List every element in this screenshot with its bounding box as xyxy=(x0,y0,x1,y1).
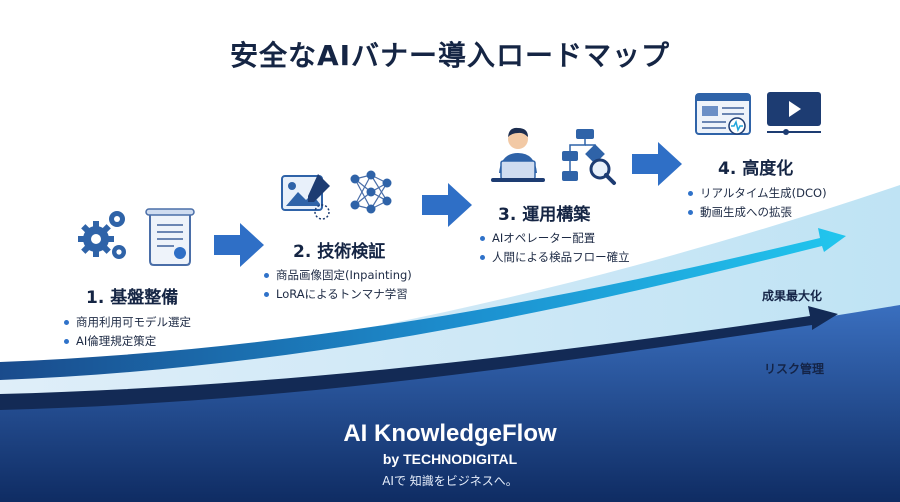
step-2-title: 2. 技術検証 xyxy=(293,242,386,262)
step-2-bullet: 商品画像固定(Inpainting) xyxy=(262,266,412,285)
step-3-bullet: 人間による検品フロー確立 xyxy=(478,248,630,267)
image-edit-icon xyxy=(281,174,330,220)
step-1-bullet: 商用利用可モデル選定 xyxy=(62,313,191,332)
step-4-title: 4. 高度化 xyxy=(718,159,794,179)
step-4-bullets: リアルタイム生成(DCO) 動画生成への拡張 xyxy=(686,184,827,222)
analytics-window-icon xyxy=(695,93,751,135)
step-arrow-1 xyxy=(214,223,264,267)
step-4-bullet: 動画生成への拡張 xyxy=(686,203,827,222)
brand-tagline: AIで 知識をビジネスへ。 xyxy=(382,474,518,488)
upper-band-label: 成果最大化 xyxy=(762,289,823,303)
growth-arrow xyxy=(0,228,846,380)
video-player-icon xyxy=(767,92,821,135)
step-3-bullet: AIオペレーター配置 xyxy=(478,229,630,248)
neural-network-icon xyxy=(350,170,392,214)
step-3-title: 3. 運用構築 xyxy=(498,205,591,225)
step-1-bullets: 商用利用可モデル選定 AI倫理規定策定 xyxy=(62,313,191,351)
page-title: 安全なAIバナー導入ロードマップ xyxy=(229,39,671,72)
step-1-bullet: AI倫理規定策定 xyxy=(62,332,191,351)
step-arrow-2 xyxy=(422,183,472,227)
step-3-bullets: AIオペレーター配置 人間による検品フロー確立 xyxy=(478,229,630,267)
flowchart-inspect-icon xyxy=(562,129,616,185)
step-2-bullet: LoRAによるトンマナ学習 xyxy=(262,285,412,304)
lower-band-label: リスク管理 xyxy=(764,362,825,376)
operator-laptop-icon xyxy=(491,127,545,182)
step-arrow-3 xyxy=(632,142,682,186)
document-scroll-icon xyxy=(145,208,195,266)
step-2-bullets: 商品画像固定(Inpainting) LoRAによるトンマナ学習 xyxy=(262,266,412,304)
brand-name: AI KnowledgeFlow xyxy=(343,420,557,447)
step-1-title: 1. 基盤整備 xyxy=(86,288,179,308)
gears-icon xyxy=(78,211,126,259)
footer-band xyxy=(0,305,900,502)
brand-byline: by TECHNODIGITAL xyxy=(382,451,518,467)
risk-arrow xyxy=(0,306,838,410)
step-4-bullet: リアルタイム生成(DCO) xyxy=(686,184,827,203)
